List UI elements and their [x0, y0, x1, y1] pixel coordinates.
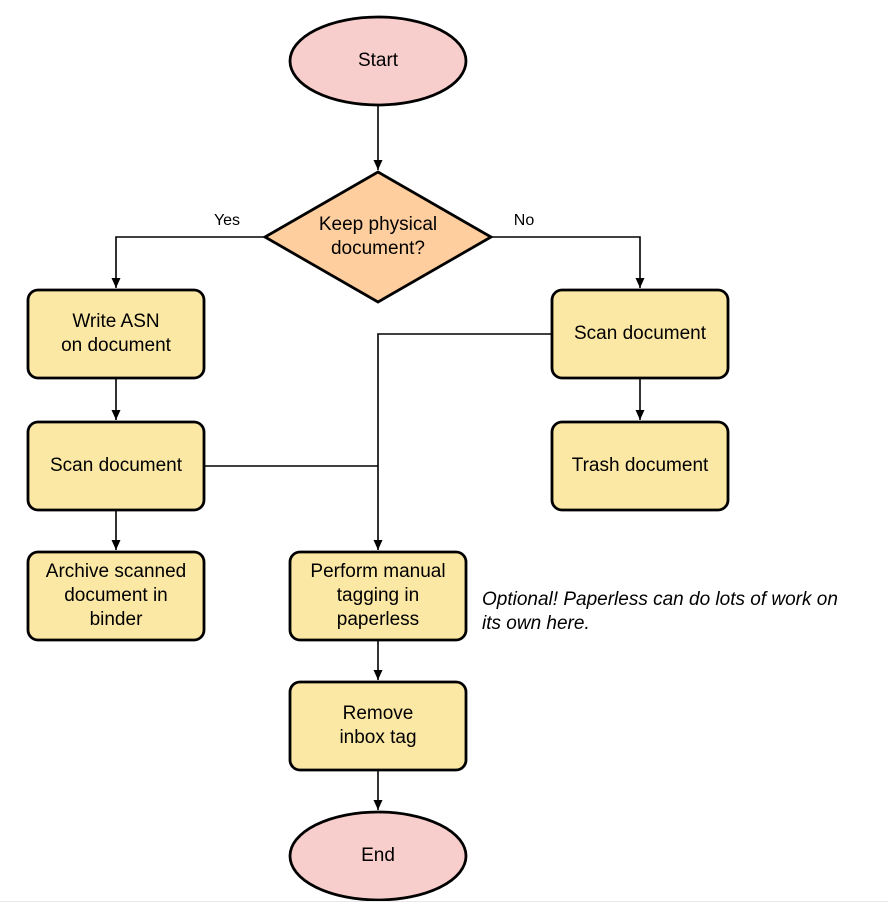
no-edge-label: No: [495, 210, 553, 232]
edge-decision-no: [490, 236, 645, 288]
yes-edge-label: Yes: [198, 210, 256, 232]
write-asn-node-shape: [26, 288, 206, 380]
start-node-shape: [288, 15, 468, 107]
remove-inbox-node-shape: [288, 680, 468, 772]
archive-node-shape: [26, 550, 206, 642]
trash-node-shape: [550, 420, 730, 512]
scan-document-left-node-shape: [26, 420, 206, 512]
edge-scanright-to-tagging: [373, 333, 552, 550]
scan-document-right-node-shape: [550, 288, 730, 380]
edge-decision-yes: [111, 236, 265, 288]
optional-annotation-text: Optional! Paperless can do lots of work …: [482, 589, 838, 635]
bottom-divider: [0, 901, 888, 902]
end-node-shape: [288, 810, 468, 902]
decision-node-shape: [262, 170, 494, 304]
tagging-node-shape: [288, 550, 468, 642]
